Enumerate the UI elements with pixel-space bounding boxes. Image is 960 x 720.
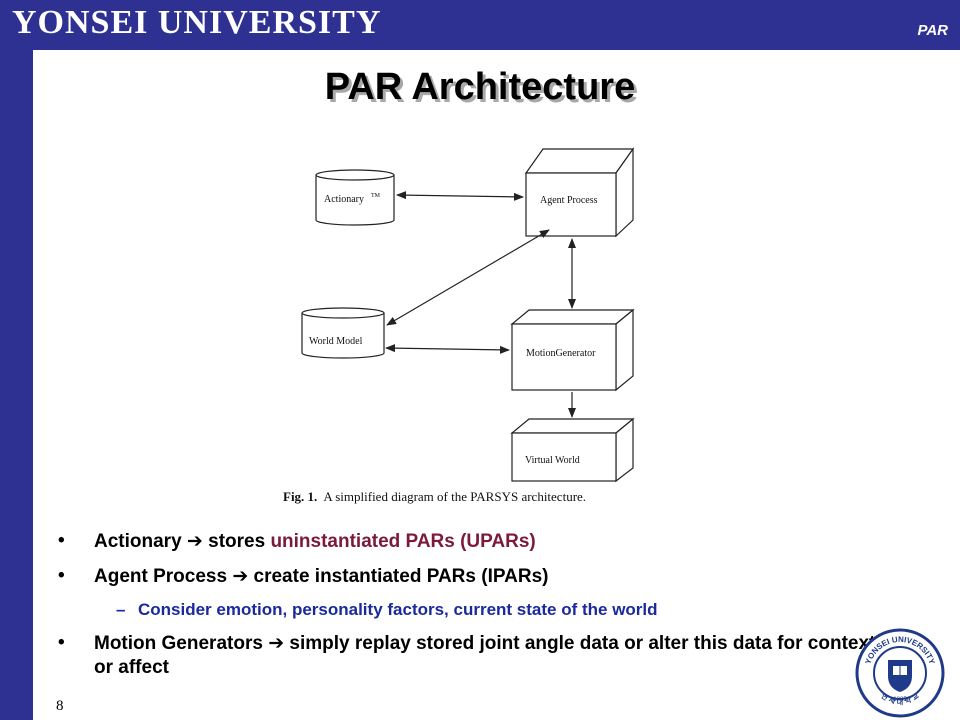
sub-bullet-dash: –	[116, 600, 126, 619]
bullet-text: simply replay stored joint angle data or…	[94, 633, 876, 678]
bullet-item: • Actionary ➔ stores uninstantiated PARs…	[56, 529, 896, 554]
seal-year: 1885	[893, 697, 907, 703]
world-model-label: World Model	[309, 336, 363, 347]
sub-bullet-item: – Consider emotion, personality factors,…	[56, 599, 896, 621]
right-arrow-icon: ➔	[232, 565, 249, 587]
actionary-node: Actionary TM	[315, 169, 395, 226]
bullet-dot: •	[58, 632, 65, 653]
bullet-dot: •	[58, 565, 65, 586]
left-side-bar	[0, 50, 33, 720]
actionary-label: Actionary	[324, 194, 364, 205]
architecture-figure: Actionary TM Agent Process World Model M…	[283, 138, 683, 514]
actionary-agent-arrow	[396, 191, 524, 201]
university-seal-icon: YONSEI UNIVERSITY 연 세 대 학 교 1885	[855, 628, 945, 718]
sub-bullet-text: Consider emotion, personality factors, c…	[138, 600, 658, 619]
motion-generator-label: MotionGenerator	[526, 348, 596, 359]
page-number: 8	[56, 698, 64, 714]
header-bar: YONSEI UNIVERSITY PAR	[0, 0, 960, 50]
worldmodel-agent-arrow	[386, 229, 550, 326]
section-tag: PAR	[917, 22, 948, 39]
motion-generator-node: MotionGenerator	[510, 308, 635, 392]
bullet-text: stores	[208, 531, 271, 552]
agent-process-node: Agent Process	[524, 147, 635, 238]
architecture-diagram: Actionary TM Agent Process World Model M…	[283, 147, 635, 504]
bullet-dot: •	[58, 530, 65, 551]
bullet-label: Actionary	[94, 531, 182, 552]
right-arrow-icon: ➔	[268, 632, 285, 654]
figure-caption: Fig. 1.A simplified diagram of the PARSY…	[283, 489, 586, 504]
worldmodel-motion-arrow	[385, 344, 510, 354]
university-logo-text: YONSEI UNIVERSITY	[12, 4, 382, 41]
bullet-item: • Motion Generators ➔ simply replay stor…	[56, 631, 896, 680]
bullet-item: • Agent Process ➔ create instantiated PA…	[56, 564, 896, 589]
bullet-label: Agent Process	[94, 566, 228, 587]
bullet-highlight: uninstantiated PARs (UPARs)	[270, 531, 536, 552]
actionary-tm: TM	[371, 193, 381, 199]
world-model-node: World Model	[301, 307, 385, 359]
virtual-world-label: Virtual World	[525, 455, 580, 466]
virtual-world-node: Virtual World	[510, 417, 635, 483]
bullet-list: • Actionary ➔ stores uninstantiated PARs…	[56, 524, 896, 690]
bullet-label: Motion Generators	[94, 633, 263, 654]
slide-title: PAR Architecture	[324, 66, 636, 108]
right-arrow-icon: ➔	[186, 530, 203, 552]
bullet-text: create instantiated PARs (IPARs)	[253, 566, 549, 587]
agent-process-label: Agent Process	[540, 195, 598, 206]
